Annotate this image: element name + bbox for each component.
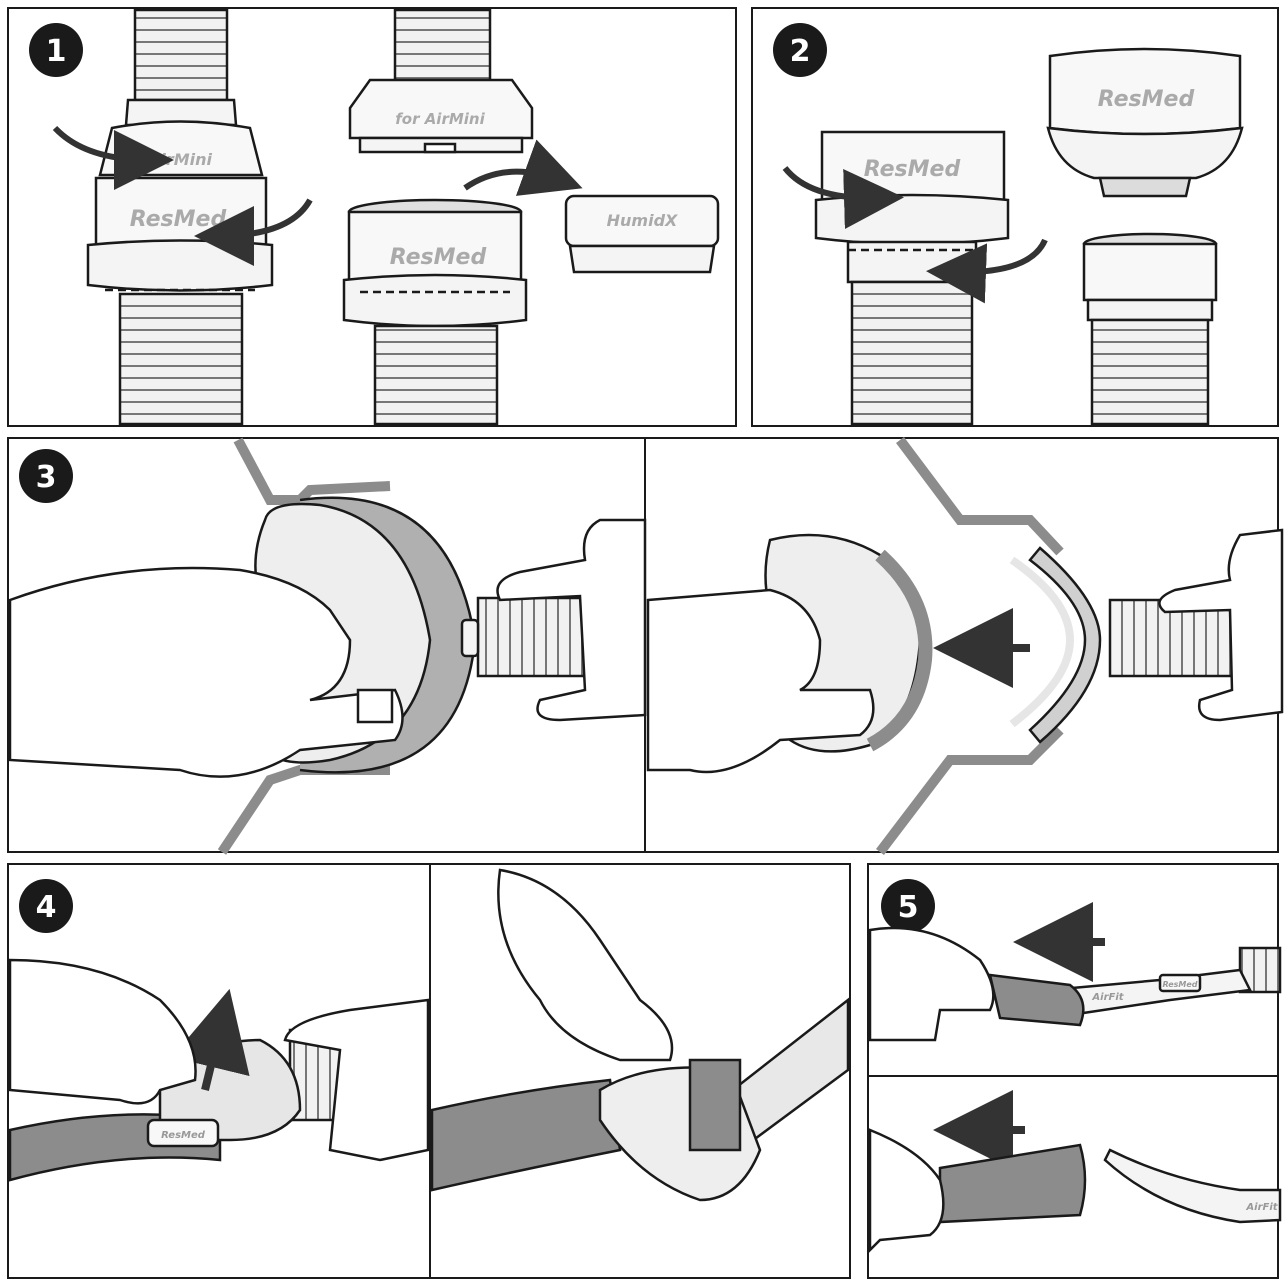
panel-step-1 xyxy=(7,7,737,427)
step-5-bottom-illustration: AirFit xyxy=(868,1090,1282,1254)
cap-hose xyxy=(393,8,492,82)
svg-text:ResMed: ResMed xyxy=(1162,980,1197,989)
strap-sleeve-5a xyxy=(988,973,1085,1027)
step-badge-3: 3 xyxy=(19,449,73,503)
move-arrow-humidx xyxy=(463,139,583,196)
step-3-left-illustration xyxy=(8,437,647,855)
strap-sleeve-5b xyxy=(938,1143,1087,1224)
left-hand xyxy=(8,566,404,778)
hand-5b xyxy=(868,1128,945,1254)
right-hand-4 xyxy=(283,998,430,1162)
step-4-left-illustration: ResMed xyxy=(8,958,430,1182)
step-badges: 1 2 3 4 5 xyxy=(19,23,935,933)
right-hand xyxy=(496,518,647,722)
svg-text:AirFit: AirFit xyxy=(1091,992,1124,1003)
rotate-arrow-left-2 xyxy=(926,238,1048,304)
svg-text:AirFit: AirFit xyxy=(1245,1202,1278,1213)
svg-text:ResMed: ResMed xyxy=(161,1130,206,1141)
step-2-illustration: ResMed ResMed xyxy=(782,47,1244,426)
step-badge-5: 5 xyxy=(881,879,935,933)
lift-arrow-up xyxy=(171,988,250,1091)
step-3-right-illustration xyxy=(646,437,1284,856)
assembled-adapter-hose xyxy=(850,280,974,426)
strap-removed xyxy=(1103,1148,1282,1224)
tube-lower-ring xyxy=(86,239,274,292)
cap-for-airmini xyxy=(348,78,534,140)
frame-4b xyxy=(688,1058,742,1152)
svg-text:2: 2 xyxy=(790,34,811,69)
svg-text:ResMed: ResMed xyxy=(1098,87,1195,112)
left-hand-4 xyxy=(8,958,197,1105)
open-adapter-hose xyxy=(373,324,499,426)
headgear-strap-lower-2 xyxy=(876,726,1064,856)
svg-text:4: 4 xyxy=(36,890,57,925)
headgear-strap-upper xyxy=(233,437,391,505)
tube-top-hose xyxy=(133,8,229,102)
step-4-right-illustration xyxy=(430,868,850,1202)
svg-text:5: 5 xyxy=(898,890,919,925)
svg-text:ResMed: ResMed xyxy=(130,207,227,232)
tube-bottom-hose xyxy=(118,292,244,426)
svg-text:HumidX: HumidX xyxy=(607,211,678,230)
svg-text:ResMed: ResMed xyxy=(864,157,961,182)
step-badge-1: 1 xyxy=(29,23,83,77)
hand-5a xyxy=(868,926,995,1042)
svg-text:3: 3 xyxy=(36,460,57,495)
panel-step-5 xyxy=(867,863,1279,1279)
mask-frame-open xyxy=(1028,546,1102,744)
rotate-arrow-left xyxy=(194,198,313,266)
svg-text:AirMini: AirMini xyxy=(146,150,213,169)
separated-lower-body xyxy=(1082,242,1218,302)
svg-text:for AirMini: for AirMini xyxy=(395,110,485,128)
mask-frame-inner xyxy=(1009,556,1075,728)
rotate-arrow-right xyxy=(52,125,174,190)
hand-4b xyxy=(497,868,674,1062)
step-5-top-illustration: AirFit ResMed xyxy=(868,902,1282,1042)
left-hand-2 xyxy=(646,588,875,774)
headgear-strap-4b xyxy=(430,1078,622,1192)
step-badge-2: 2 xyxy=(773,23,827,77)
headgear-strap-lower xyxy=(217,765,390,855)
svg-text:1: 1 xyxy=(46,34,67,69)
separated-lower-hose xyxy=(1090,318,1210,426)
headgear-strap-upper-2 xyxy=(896,437,1064,556)
step-badge-4: 4 xyxy=(19,879,73,933)
step-1-illustration: AirMini ResMed for AirMini ResMed HumidX xyxy=(52,8,720,426)
panel-step-2 xyxy=(751,7,1279,427)
right-hand-2 xyxy=(1158,528,1284,722)
svg-text:ResMed: ResMed xyxy=(390,245,487,270)
rotate-arrow-right-2 xyxy=(782,166,904,230)
